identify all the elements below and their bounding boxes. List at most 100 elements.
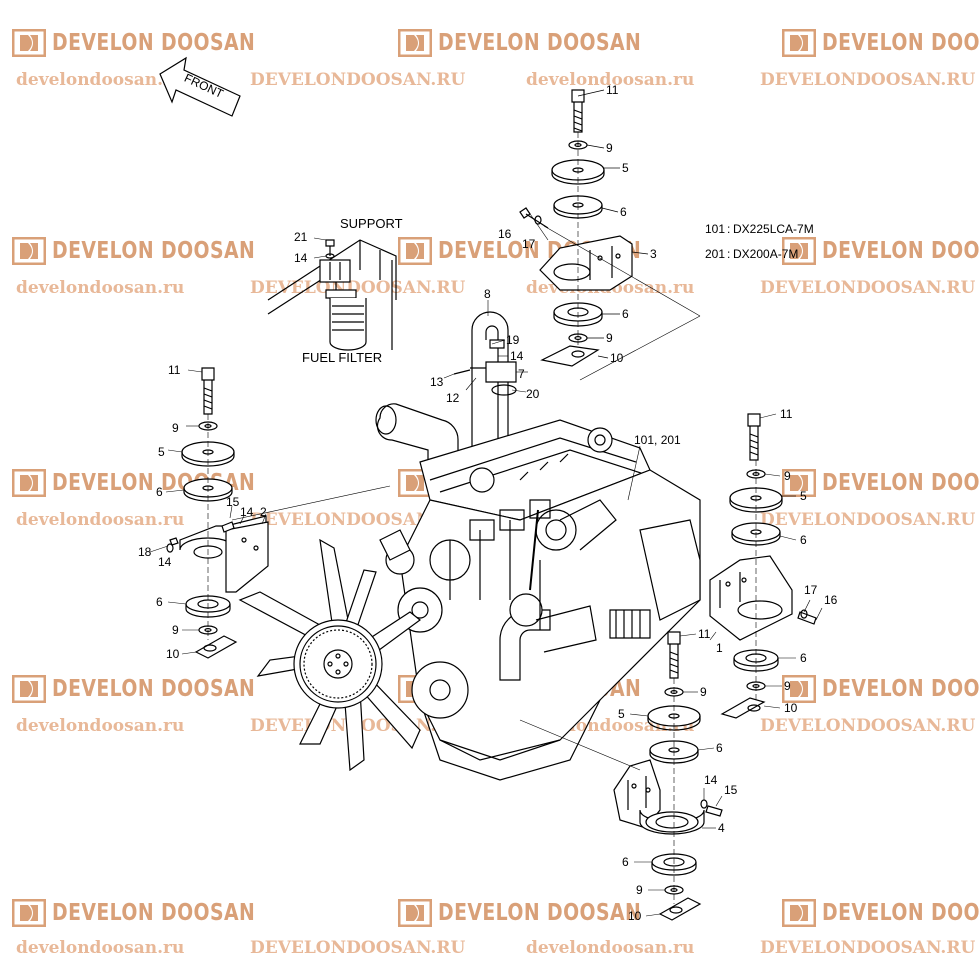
develon-logo-icon (398, 237, 432, 265)
callout: 6 (800, 533, 807, 547)
callout: 9 (606, 141, 613, 155)
callout: 5 (158, 445, 165, 459)
callout: 14 (510, 349, 524, 363)
svg-text::: : (727, 222, 730, 236)
callout: 14 (294, 251, 308, 265)
callout: 5 (800, 489, 807, 503)
callout: 1 (716, 641, 723, 655)
callout: 4 (718, 821, 725, 835)
left-rear-mount-stack (519, 631, 723, 921)
callout: 2 (260, 505, 267, 519)
watermark-url: develondoosan.ru (16, 716, 185, 736)
watermark-brand: DEVELON DOOSAN (822, 238, 980, 264)
callout: 14 (704, 773, 718, 787)
callout: 6 (156, 485, 163, 499)
watermark-brand: DEVELON DOOSAN (52, 676, 256, 702)
watermark-url: DEVELONDOOSAN.RU (760, 278, 976, 298)
watermark-brand: DEVELON DOOSAN (822, 470, 980, 496)
callout: 18 (138, 545, 152, 559)
develon-logo-icon (398, 469, 432, 497)
right-front-mount-stack (709, 413, 823, 719)
watermark-url: DEVELONDOOSAN.RU (760, 70, 976, 90)
develon-logo-icon (782, 675, 816, 703)
callout: 16 (498, 227, 512, 241)
svg-text::: : (727, 247, 730, 261)
callout: 20 (526, 387, 540, 401)
watermark-url: develondoosan.ru (16, 938, 185, 958)
develon-logo-icon (782, 469, 816, 497)
callout: 101, 201 (634, 433, 681, 447)
develon-logo-icon (782, 29, 816, 57)
callout: 11 (168, 363, 181, 377)
watermark-brand: DEVELON DOOSAN (438, 30, 642, 56)
callout: 16 (824, 593, 838, 607)
watermark-url: DEVELONDOOSAN.RU (250, 70, 466, 90)
fuel-filter-label: FUEL FILTER (302, 350, 382, 365)
callout: 10 (784, 701, 798, 715)
develon-logo-icon (12, 29, 46, 57)
callout: 5 (618, 707, 625, 721)
callout: 9 (784, 679, 791, 693)
watermark-url: DEVELONDOOSAN.RU (250, 938, 466, 958)
callout: 9 (784, 469, 791, 483)
watermark-url: develondoosan.ru (526, 70, 695, 90)
callout: 7 (518, 367, 525, 381)
engine-assembly (375, 403, 701, 781)
develon-logo-icon (12, 899, 46, 927)
watermark-logo: DEVELON DOOSAN (782, 26, 980, 60)
callout: 13 (430, 375, 444, 389)
watermark-url: DEVELONDOOSAN.RU (250, 510, 466, 530)
callout: 10 (166, 647, 180, 661)
callout: 6 (716, 741, 723, 755)
callout: 10 (610, 351, 624, 365)
callout: 17 (522, 237, 536, 251)
cooling-fan (238, 538, 421, 772)
watermark-brand: DEVELON DOOSAN (438, 900, 642, 926)
watermark-brand: DEVELON DOOSAN (52, 238, 256, 264)
legend-code: 101 (705, 222, 725, 236)
callout: 9 (172, 421, 179, 435)
watermark-logo: DEVELON DOOSAN (782, 466, 980, 500)
callout: 11 (606, 83, 619, 97)
watermark-brand: DEVELON DOOSAN (822, 900, 980, 926)
watermark-url: develondoosan.ru (526, 938, 695, 958)
watermark-url: DEVELONDOOSAN.RU (250, 278, 466, 298)
watermark-logo: DEVELON DOOSAN (398, 896, 686, 930)
develon-logo-icon (12, 469, 46, 497)
develon-logo-icon (12, 675, 46, 703)
watermark-brand: DEVELON DOOSAN (822, 676, 980, 702)
callout: 15 (226, 495, 240, 509)
callout: 9 (636, 883, 643, 897)
support-label: SUPPORT (340, 216, 403, 231)
develon-logo-icon (398, 899, 432, 927)
legend-model: DX200A-7M (733, 247, 798, 261)
callout: 6 (622, 855, 629, 869)
watermark-url: DEVELONDOOSAN.RU (760, 716, 976, 736)
watermark-url: develondoosan.ru (16, 278, 185, 298)
callout: 19 (506, 333, 520, 347)
watermark-brand: DEVELON DOOSAN (52, 900, 256, 926)
legend-code: 201 (705, 247, 725, 261)
watermark-logo: DEVELON DOOSAN (12, 26, 300, 60)
left-front-mount-stack (149, 367, 391, 659)
rear-right-mount-stack (519, 89, 701, 381)
callout: 10 (628, 909, 642, 923)
watermark-brand: DEVELON DOOSAN (52, 30, 256, 56)
watermark-logo: DEVELON DOOSAN (782, 672, 980, 706)
callout: 6 (620, 205, 627, 219)
callout: 6 (622, 307, 629, 321)
watermark-logo: DEVELON DOOSAN (782, 234, 980, 268)
callout: 12 (446, 391, 460, 405)
develon-logo-icon (12, 237, 46, 265)
develon-logo-icon (782, 899, 816, 927)
exhaust-pipe (443, 300, 528, 451)
develon-logo-icon (782, 237, 816, 265)
watermark-logo: DEVELON DOOSAN (782, 896, 980, 930)
watermark-url: DEVELONDOOSAN.RU (760, 938, 976, 958)
callout: 17 (804, 583, 818, 597)
callout: 11 (698, 627, 711, 641)
watermark-logo: DEVELON DOOSAN (12, 234, 300, 268)
callout: 21 (294, 230, 308, 244)
callout: 11 (780, 407, 793, 421)
watermark-logo: DEVELON DOOSAN (398, 26, 686, 60)
